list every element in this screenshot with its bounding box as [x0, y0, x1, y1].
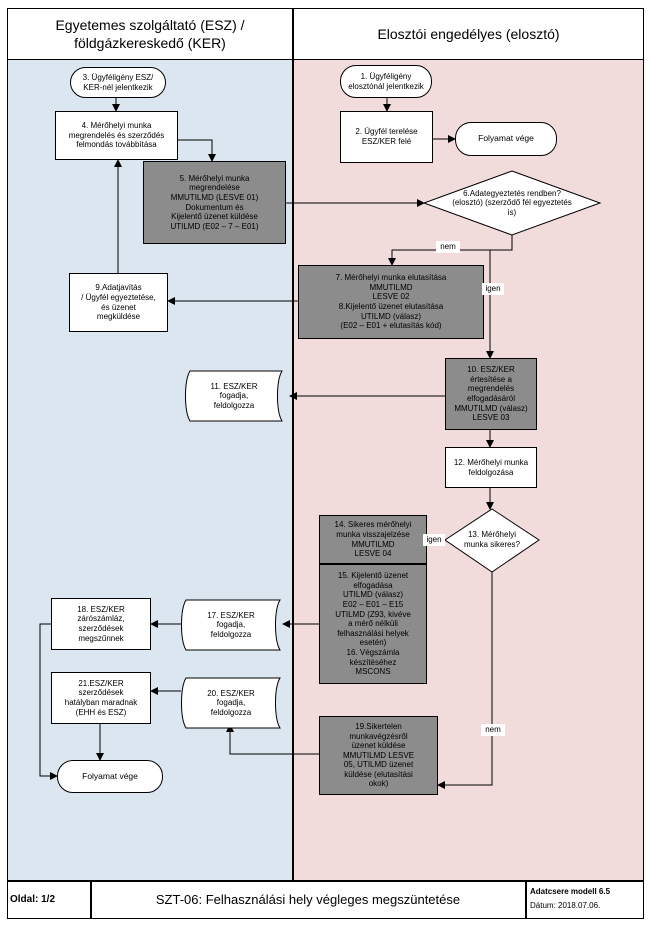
start-node-1: 1. Ügyféligény elosztónál jelentkezik — [340, 65, 432, 98]
edge-13-19-nem — [437, 572, 493, 789]
doc-11-shape — [185, 370, 283, 422]
doc-11-label: 11. ESZ/KER fogadja, feldolgozza — [210, 381, 258, 410]
page-frame — [7, 8, 644, 919]
footer-date-label: Dátum: 2018.07.06. — [530, 901, 601, 910]
decision-13-label: 13. Mérőhelyi munka sikeres? — [463, 530, 521, 549]
doc-17-label: 17. ESZ/KER fogadja, feldolgozza — [207, 610, 255, 639]
edge-4-5 — [178, 139, 216, 162]
footer-model-label: Adatcsere modell 6.5 — [530, 887, 611, 896]
decision-6-shape — [422, 170, 602, 236]
doc-17-shape — [181, 599, 281, 651]
lane-right-title: Elosztói engedélyes (elosztó) — [294, 9, 643, 60]
end-node-2: Folyamat vége — [57, 760, 163, 793]
step-10-box: 10. ESZ/KER értesítése a megrendelés elf… — [445, 358, 537, 430]
step-7-8-box: 7. Mérőhelyi munka elutasítása MMUTILMD … — [298, 265, 484, 339]
lane-left-title: Egyetemes szolgáltató (ESZ) / földgázker… — [8, 9, 292, 60]
step-2-box: 2. Ügyfél terelése ESZ/KER felé — [340, 111, 433, 163]
step-14-box: 14. Sikeres mérőhelyi munka visszajelzés… — [319, 515, 427, 564]
decision-13-shape — [444, 508, 540, 573]
footer-divider-2 — [525, 880, 527, 919]
step-4-box: 4. Mérőhelyi munka megrendelés és szerző… — [55, 111, 178, 160]
step-9-box: 9.Adatjavítás / Ügyfél egyeztetése, és ü… — [69, 273, 168, 332]
edge-19-20 — [226, 724, 319, 755]
step-21-box: 21.ESZ/KER szerződések hatályban maradna… — [51, 672, 151, 724]
step-5-box: 5. Mérőhelyi munka megrendelése MMUTILMD… — [143, 161, 286, 244]
decision-6-label: 6.Adategyeztetés rendben? (elosztó) (sze… — [452, 188, 572, 217]
footer-title: SZT-06: Felhasználási hely végleges megs… — [155, 892, 461, 907]
edge-label-igen-1: igen — [482, 283, 504, 295]
edge-label-nem-1: nem — [436, 241, 460, 253]
doc-20-shape — [181, 677, 281, 729]
footer-divider-1 — [90, 880, 92, 919]
step-12-box: 12. Mérőhelyi munka feldolgozása — [445, 447, 537, 488]
end-node-1: Folyamat vége — [455, 122, 557, 156]
footer-page-number: Oldal: 1/2 — [10, 894, 56, 905]
step-19-box: 19.Sikertelen munkavégzésről üzenet küld… — [319, 716, 438, 795]
start-node-3: 3. Ügyféligény ESZ/ KER-nél jelentkezik — [70, 67, 166, 98]
edge-18-end2 — [39, 623, 58, 780]
edge-label-igen-2: igen — [423, 534, 445, 546]
step-15-16-box: 15. Kijelentő üzenet elfogadása UTILMD (… — [319, 564, 427, 684]
lane-divider — [292, 9, 294, 880]
footer-top-border — [8, 880, 643, 882]
step-18-box: 18. ESZ/KER zárószámláz, szerződések meg… — [51, 598, 151, 650]
doc-20-label: 20. ESZ/KER fogadja, feldolgozza — [207, 688, 255, 717]
edge-label-nem-2: nem — [481, 724, 505, 736]
